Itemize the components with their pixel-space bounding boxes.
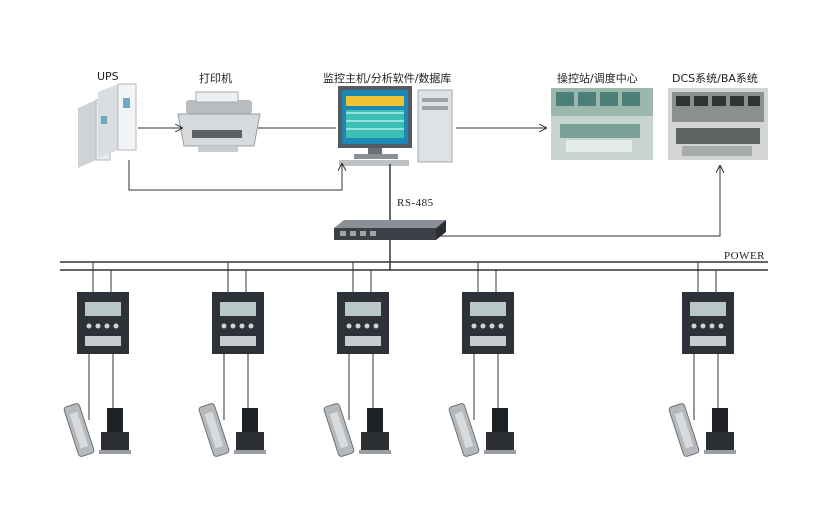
sensor-foot [234,450,266,454]
meter-button [355,323,361,329]
meter-screen [345,302,381,316]
sensor-base [236,432,264,452]
meter-button [480,323,486,329]
meter-screen [690,302,726,316]
sensor-block-icon [99,408,131,454]
meter-button [346,323,352,329]
meter-button [471,323,477,329]
control-center-photo [551,88,653,160]
sensor-foot [484,450,516,454]
sensor-block-icon [234,408,266,454]
meter-screen [85,302,121,316]
sensor-block-icon [359,408,391,454]
power-meter-icon [462,292,514,354]
meter-button [95,323,101,329]
rs485-converter-icon [334,220,446,240]
sensor-foot [359,450,391,454]
meter-button [498,323,504,329]
ct-window [329,411,349,449]
meter-label-plate [220,336,256,346]
ups-host-link [128,160,342,191]
current-transformer-icon [668,403,700,457]
meter-button [691,323,697,329]
sensor-top [107,408,123,434]
meter-label-plate [690,336,726,346]
sensor-foot [704,450,736,454]
power-label: POWER [724,250,765,262]
sensor-base [101,432,129,452]
meter-button [239,323,245,329]
rs485-dcs-link [440,166,720,237]
current-transformer-icon [63,403,95,457]
sensor-block-icon [704,408,736,454]
sensor-foot [99,450,131,454]
meter-button [718,323,724,329]
sensor-base [361,432,389,452]
sensor-top [492,408,508,434]
meters-group [63,262,736,457]
ct-window [674,411,694,449]
control-center-label: 操控站/调度中心 [557,72,638,85]
printer-label: 打印机 [199,72,232,85]
current-transformer-icon [198,403,230,457]
current-transformer-icon [323,403,355,457]
meter-button [221,323,227,329]
meter-label-plate [345,336,381,346]
power-meter-icon [212,292,264,354]
meter-label-plate [470,336,506,346]
meter-button [373,323,379,329]
host-label: 监控主机/分析软件/数据库 [323,72,452,85]
ups-label: UPS [97,70,119,83]
meter-button [364,323,370,329]
meter-button [489,323,495,329]
ct-window [454,411,474,449]
power-meter-icon [682,292,734,354]
meter-screen [220,302,256,316]
sensor-top [712,408,728,434]
ct-window [204,411,224,449]
meter-button [230,323,236,329]
host-computer-icon [338,86,453,166]
dcs-room-photo [668,88,768,160]
sensor-base [486,432,514,452]
meter-button [113,323,119,329]
meter-button [86,323,92,329]
sensor-block-icon [484,408,516,454]
meter-screen [470,302,506,316]
meter-button [248,323,254,329]
current-transformer-icon [448,403,480,457]
printer-icon [177,91,261,152]
ct-window [69,411,89,449]
sensor-top [367,408,383,434]
power-meter-icon [77,292,129,354]
rs485-label: RS-485 [397,197,434,209]
power-meter-icon [337,292,389,354]
sensor-top [242,408,258,434]
meter-button [104,323,110,329]
ups-icon [78,83,137,168]
meter-label-plate [85,336,121,346]
sensor-base [706,432,734,452]
meter-button [709,323,715,329]
dcs-label: DCS系统/BA系统 [672,72,758,85]
meter-button [700,323,706,329]
